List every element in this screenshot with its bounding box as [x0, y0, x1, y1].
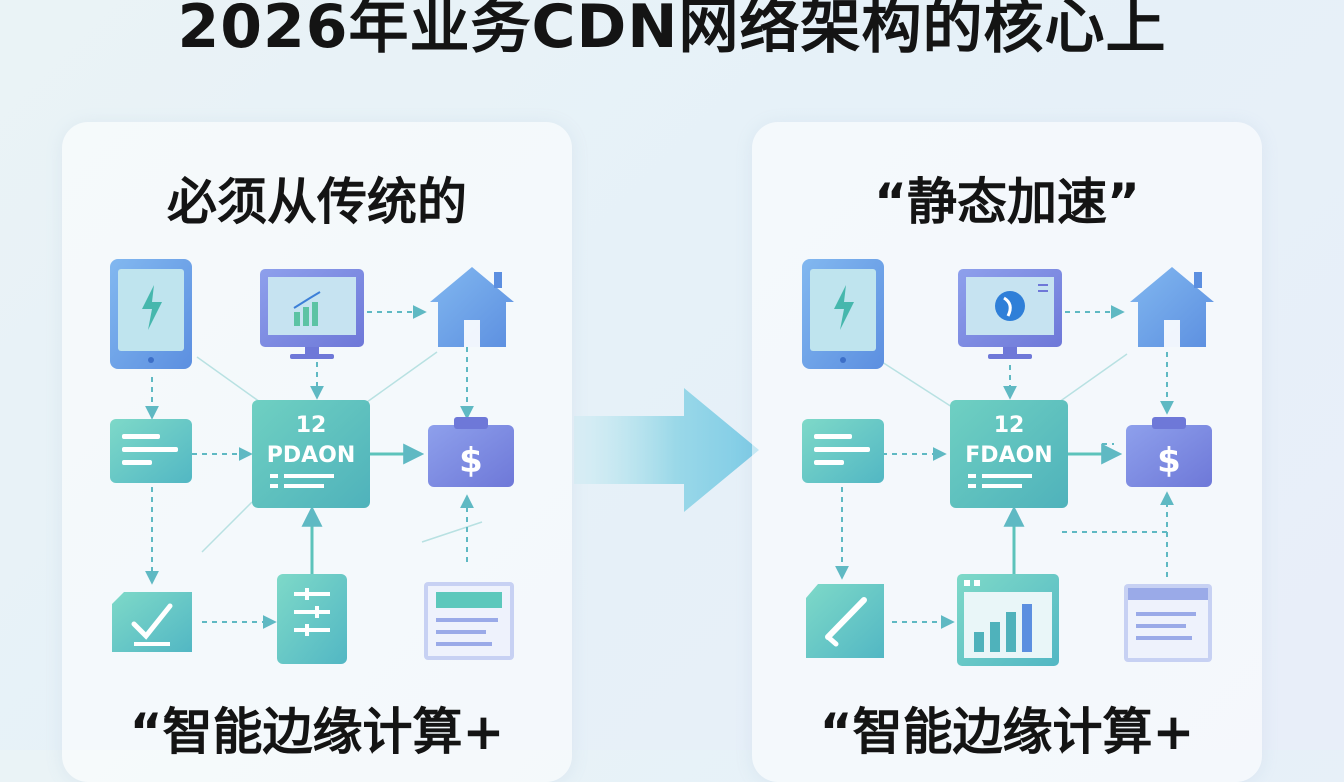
left-hub-line1: 12	[296, 413, 327, 438]
server-icon	[277, 574, 347, 664]
window-icon	[424, 582, 514, 660]
message-icon	[802, 419, 884, 483]
right-diagram: 12 FDAON $	[802, 259, 1214, 666]
right-panel-heading: “静态加速”	[874, 173, 1140, 231]
monitor-icon	[260, 269, 364, 359]
monitor-icon	[958, 269, 1062, 359]
right-hub-line1: 12	[994, 413, 1025, 438]
left-panel-heading: 必须从传统的	[167, 173, 467, 231]
dollar-icon: $	[1126, 417, 1212, 487]
home-icon	[1130, 267, 1214, 347]
dollar-icon: $	[428, 417, 514, 487]
left-panel-bottom-text: “智能边缘计算+	[129, 703, 505, 761]
transition-arrow-icon	[574, 388, 759, 512]
chart-icon	[957, 574, 1059, 666]
message-icon	[110, 419, 192, 483]
right-hub-line2: FDAON	[965, 443, 1052, 468]
edit-icon	[806, 584, 884, 658]
home-icon	[430, 267, 514, 347]
right-panel: “静态加速”	[752, 122, 1262, 782]
svg-text:$: $	[1157, 441, 1181, 481]
tablet-icon	[802, 259, 884, 369]
window-icon	[1124, 584, 1212, 662]
page-title: 2026年业务CDN网络架构的核心上	[177, 0, 1167, 62]
hub-icon: 12 PDAON	[252, 400, 370, 508]
right-panel-bottom-text: “智能边缘计算+	[819, 703, 1195, 761]
svg-text:$: $	[459, 441, 483, 481]
left-hub-line2: PDAON	[267, 443, 356, 468]
tablet-icon	[110, 259, 192, 369]
left-panel: 必须从传统的	[62, 122, 572, 782]
hub-icon: 12 FDAON	[950, 400, 1068, 508]
edit-icon	[112, 592, 192, 652]
left-diagram: 12 PDAON $	[110, 259, 514, 664]
